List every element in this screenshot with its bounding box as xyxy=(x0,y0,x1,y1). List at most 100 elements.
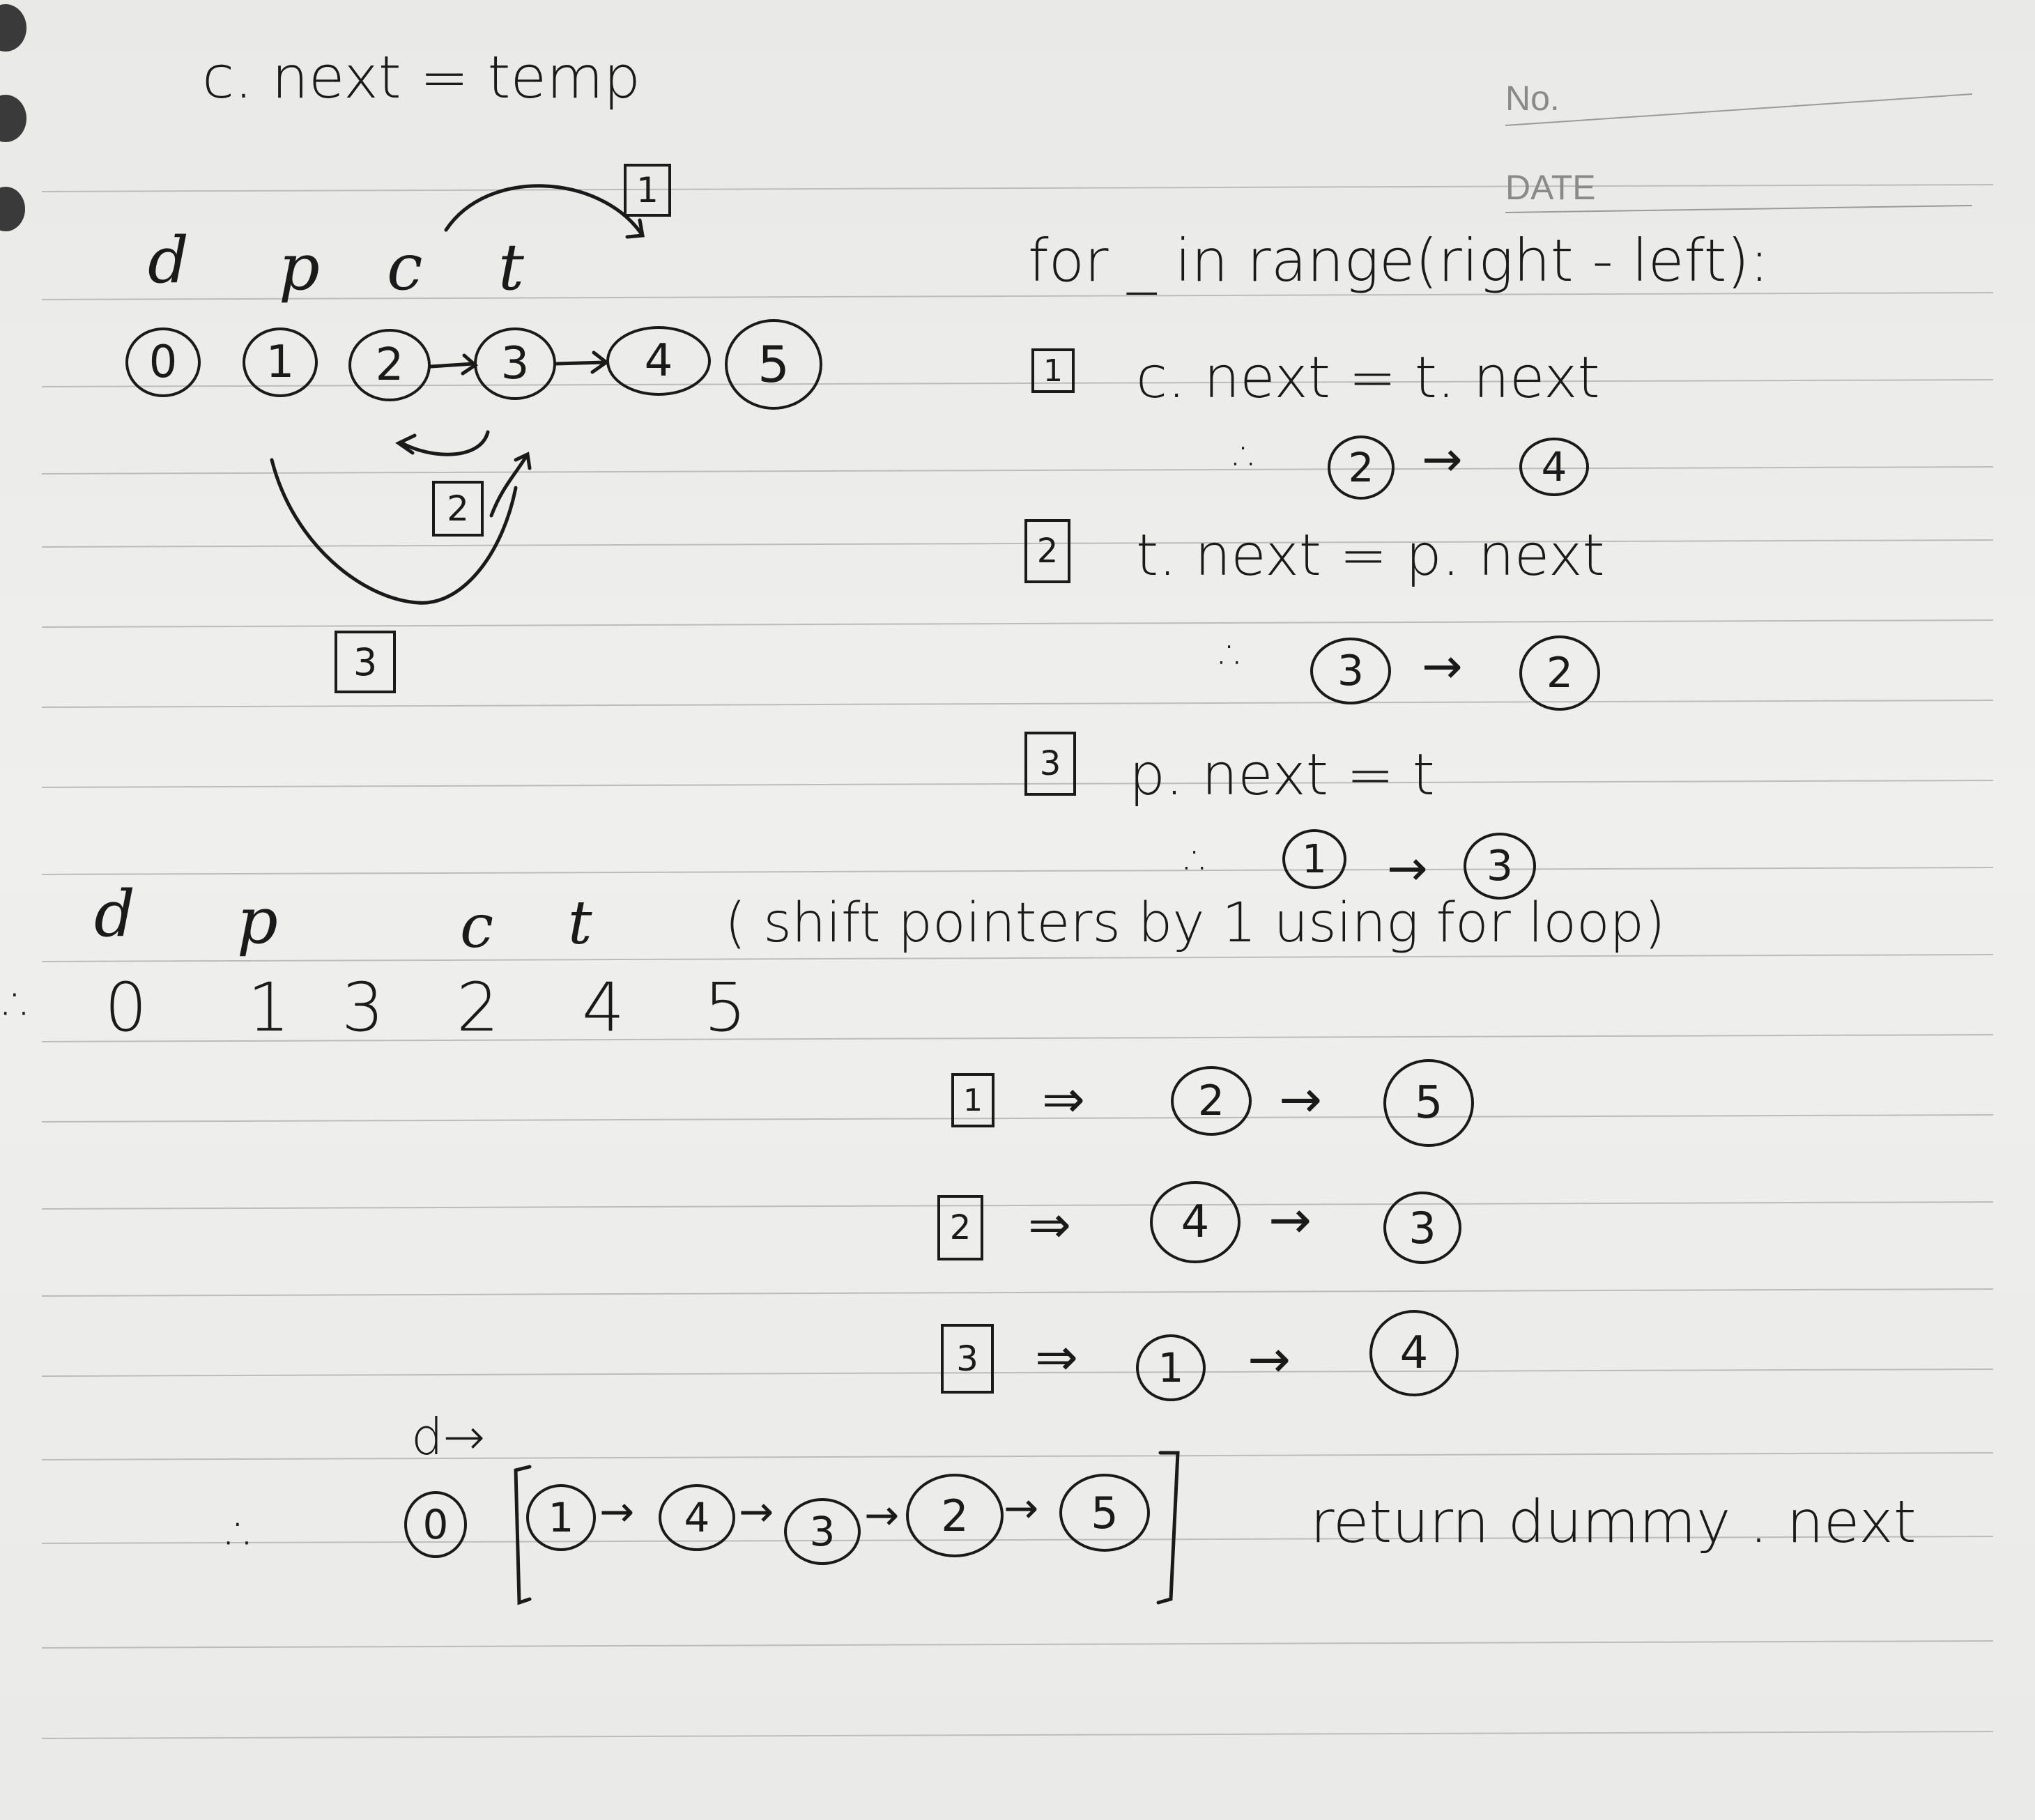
shifted-value-2: 3 xyxy=(341,969,385,1047)
final-close-bracket xyxy=(1156,1451,1180,1605)
no-label: No. xyxy=(1505,79,1560,118)
pass-1-implies: ⇒ xyxy=(1042,1070,1086,1129)
step-1-arc xyxy=(444,184,645,239)
step-2-from-node: 3 xyxy=(1310,638,1391,704)
ruled-line-7 xyxy=(41,700,1994,708)
pass-3-arrow: → xyxy=(1247,1329,1291,1389)
shifted-value-4: 4 xyxy=(582,969,625,1047)
ruled-line-13 xyxy=(41,1201,1994,1210)
pointer-label-c: c xyxy=(387,230,423,304)
step-3-code: p. next = t xyxy=(1129,742,1435,808)
diagram-node-1: 1 xyxy=(243,327,318,397)
pass-2-from-node: 4 xyxy=(1150,1181,1241,1263)
ruled-line-6 xyxy=(41,619,1994,628)
ruled-line-1 xyxy=(41,184,1994,192)
dummy-pointer-label: d→ xyxy=(411,1408,486,1466)
ruled-line-17 xyxy=(41,1536,1994,1544)
step-1-from-node: 2 xyxy=(1328,435,1395,500)
shifted-label-p: p xyxy=(237,884,278,958)
final-node-4: 2 xyxy=(906,1474,1004,1557)
binder-hole-3 xyxy=(0,187,25,231)
shifted-label-t: t xyxy=(568,888,592,958)
ruled-line-9 xyxy=(41,867,1994,875)
shifted-value-0: 0 xyxy=(105,969,148,1047)
final-arrow-4: → xyxy=(1004,1484,1039,1533)
ruled-line-15 xyxy=(41,1368,1994,1377)
pass-1-to-node: 5 xyxy=(1383,1059,1474,1147)
step-2-to-node: 2 xyxy=(1519,635,1600,711)
pass-2-arrow: → xyxy=(1268,1190,1312,1250)
diagram-step-box-2: 2 xyxy=(432,481,484,537)
shifted-therefore: ∴ xyxy=(3,975,35,1033)
step-1-code: c. next = t. next xyxy=(1136,345,1600,411)
pass-1-box: 1 xyxy=(951,1073,995,1127)
final-therefore: ∴ xyxy=(226,1505,258,1562)
ruled-line-2 xyxy=(41,292,1994,300)
ruled-line-11 xyxy=(41,1034,1994,1042)
step-2-therefore: ∴ xyxy=(1220,631,1247,679)
pass-1-from-node: 2 xyxy=(1171,1066,1252,1136)
pass-3-to-node: 4 xyxy=(1369,1310,1459,1396)
pass-2-to-node: 3 xyxy=(1383,1192,1461,1264)
step-3-swoop xyxy=(270,458,518,605)
final-node-5: 5 xyxy=(1059,1474,1150,1552)
step-2-arc xyxy=(395,430,490,456)
ruled-line-19 xyxy=(41,1731,1994,1739)
pointer-label-t: t xyxy=(498,230,524,304)
diagram-step-box-1: 1 xyxy=(624,164,671,217)
top-line-text: c. next = temp xyxy=(202,43,641,111)
date-rule xyxy=(1505,205,1973,213)
binder-hole-2 xyxy=(0,95,26,142)
ruled-line-12 xyxy=(41,1114,1994,1123)
shifted-value-1: 1 xyxy=(247,969,291,1047)
final-dummy-node: 0 xyxy=(404,1491,467,1558)
step-3-box: 3 xyxy=(1024,732,1076,796)
pass-2-implies: ⇒ xyxy=(1028,1195,1072,1255)
step-1-box: 1 xyxy=(1031,348,1075,393)
ruled-line-14 xyxy=(41,1288,1994,1297)
shifted-label-c: c xyxy=(460,892,494,962)
ruled-line-18 xyxy=(41,1640,1994,1649)
pass-2-box: 2 xyxy=(937,1195,983,1260)
binder-holes xyxy=(0,4,26,231)
ruled-line-10 xyxy=(41,954,1994,962)
pointer-label-d: d xyxy=(148,223,189,298)
final-node-1: 1 xyxy=(526,1484,596,1551)
diagram-node-5: 5 xyxy=(725,319,822,410)
final-node-3: 3 xyxy=(784,1498,861,1565)
step-3-therefore: ∴ xyxy=(1185,836,1212,885)
step-2-arrow: → xyxy=(1422,638,1463,695)
shifted-label-d: d xyxy=(94,877,135,951)
final-node-2: 4 xyxy=(659,1484,735,1551)
ruled-line-4 xyxy=(41,466,1994,475)
pass-3-box: 3 xyxy=(941,1324,994,1394)
step-3-to-node: 3 xyxy=(1464,833,1536,900)
step-3-arrow: → xyxy=(1387,840,1428,897)
step-1-to-node: 4 xyxy=(1519,438,1589,496)
link-arrow-3-4 xyxy=(554,350,610,374)
ruled-line-16 xyxy=(41,1452,1994,1460)
date-label: DATE xyxy=(1505,168,1596,207)
shifted-value-5: 5 xyxy=(704,969,747,1047)
diagram-node-4: 4 xyxy=(606,326,711,396)
step-1-therefore: ∴ xyxy=(1234,432,1261,481)
shifted-value-3: 2 xyxy=(456,969,500,1047)
step-2-code: t. next = p. next xyxy=(1136,523,1605,589)
ruled-line-8 xyxy=(41,780,1994,788)
pass-3-from-node: 1 xyxy=(1136,1334,1206,1401)
step-2-box: 2 xyxy=(1024,519,1070,583)
pass-1-arrow: → xyxy=(1279,1070,1323,1129)
step-3-from-node: 1 xyxy=(1282,829,1346,889)
step-2-up-arrow xyxy=(489,452,532,518)
pass-3-implies: ⇒ xyxy=(1035,1327,1079,1387)
final-arrow-2: → xyxy=(739,1488,774,1536)
step-1-arrow: → xyxy=(1422,431,1463,488)
final-arrow-1: → xyxy=(599,1488,635,1536)
shift-note: ( shift pointers by 1 using for loop) xyxy=(725,892,1666,955)
diagram-node-2: 2 xyxy=(348,329,431,401)
final-arrow-3: → xyxy=(864,1491,900,1540)
pointer-label-p: p xyxy=(279,230,320,304)
